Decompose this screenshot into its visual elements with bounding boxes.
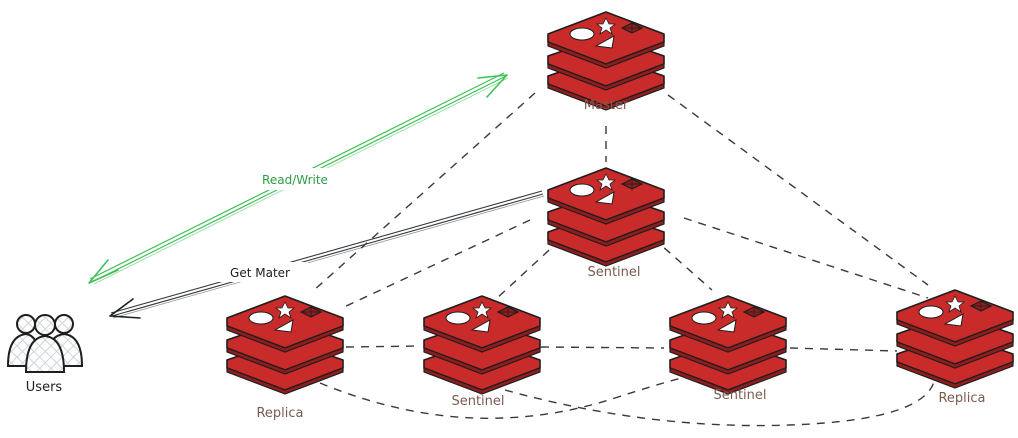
edge-sentinel-top-replica-left <box>341 219 531 309</box>
redis-stack-icon <box>226 295 344 395</box>
node-replica-left[interactable]: Replica <box>226 295 344 421</box>
redis-stack-icon <box>547 11 665 111</box>
node-label: Sentinel <box>587 265 640 280</box>
edge-sentinel-left-replica-right <box>504 376 936 427</box>
edge-replica-left-sentinel-left <box>345 345 421 348</box>
node-label: Sentinel <box>713 388 766 403</box>
node-label: Replica <box>938 391 985 406</box>
edge-sentinel-top-sentinel-left <box>494 239 561 301</box>
edge-get-master: Get Mater <box>109 190 545 319</box>
node-sentinel-left[interactable]: Sentinel <box>423 295 541 409</box>
edge-read-write: Read/Write <box>88 72 509 285</box>
edge-sentinel-top-replica-right <box>683 217 929 299</box>
dashed-edges <box>312 92 936 427</box>
arrowhead-users <box>88 259 119 284</box>
node-master[interactable]: Master <box>547 11 665 113</box>
node-label: Sentinel <box>451 394 504 409</box>
redis-stack-icon <box>423 295 541 395</box>
redis-stack-icon <box>896 289 1014 389</box>
node-label: Replica <box>256 406 303 421</box>
edge-label-get-master: Get Mater <box>230 266 290 280</box>
edge-label-read-write: Read/Write <box>262 173 328 187</box>
redis-stack-icon <box>547 167 665 267</box>
edge-sentinel-top-sentinel-right <box>652 237 713 291</box>
edge-sentinel-left-sentinel-right <box>540 346 665 349</box>
actor-label: Users <box>26 380 63 395</box>
edge-master-replica-right <box>667 94 929 286</box>
node-label: Master <box>584 98 629 113</box>
node-replica-right[interactable]: Replica <box>896 289 1014 406</box>
actor-users[interactable]: Users <box>6 314 84 395</box>
redis-stack-icon <box>669 295 787 395</box>
edge-sentinel-right-replica-right <box>789 347 898 352</box>
arrowhead-get-master <box>109 298 141 319</box>
users-group-icon <box>6 314 84 373</box>
edge-replica-left-sentinel-right <box>319 370 727 419</box>
node-sentinel-top[interactable]: Sentinel <box>547 167 665 280</box>
edge-master-replica-left <box>312 92 536 292</box>
node-sentinel-right[interactable]: Sentinel <box>669 295 787 403</box>
arrowhead-master <box>477 74 508 98</box>
